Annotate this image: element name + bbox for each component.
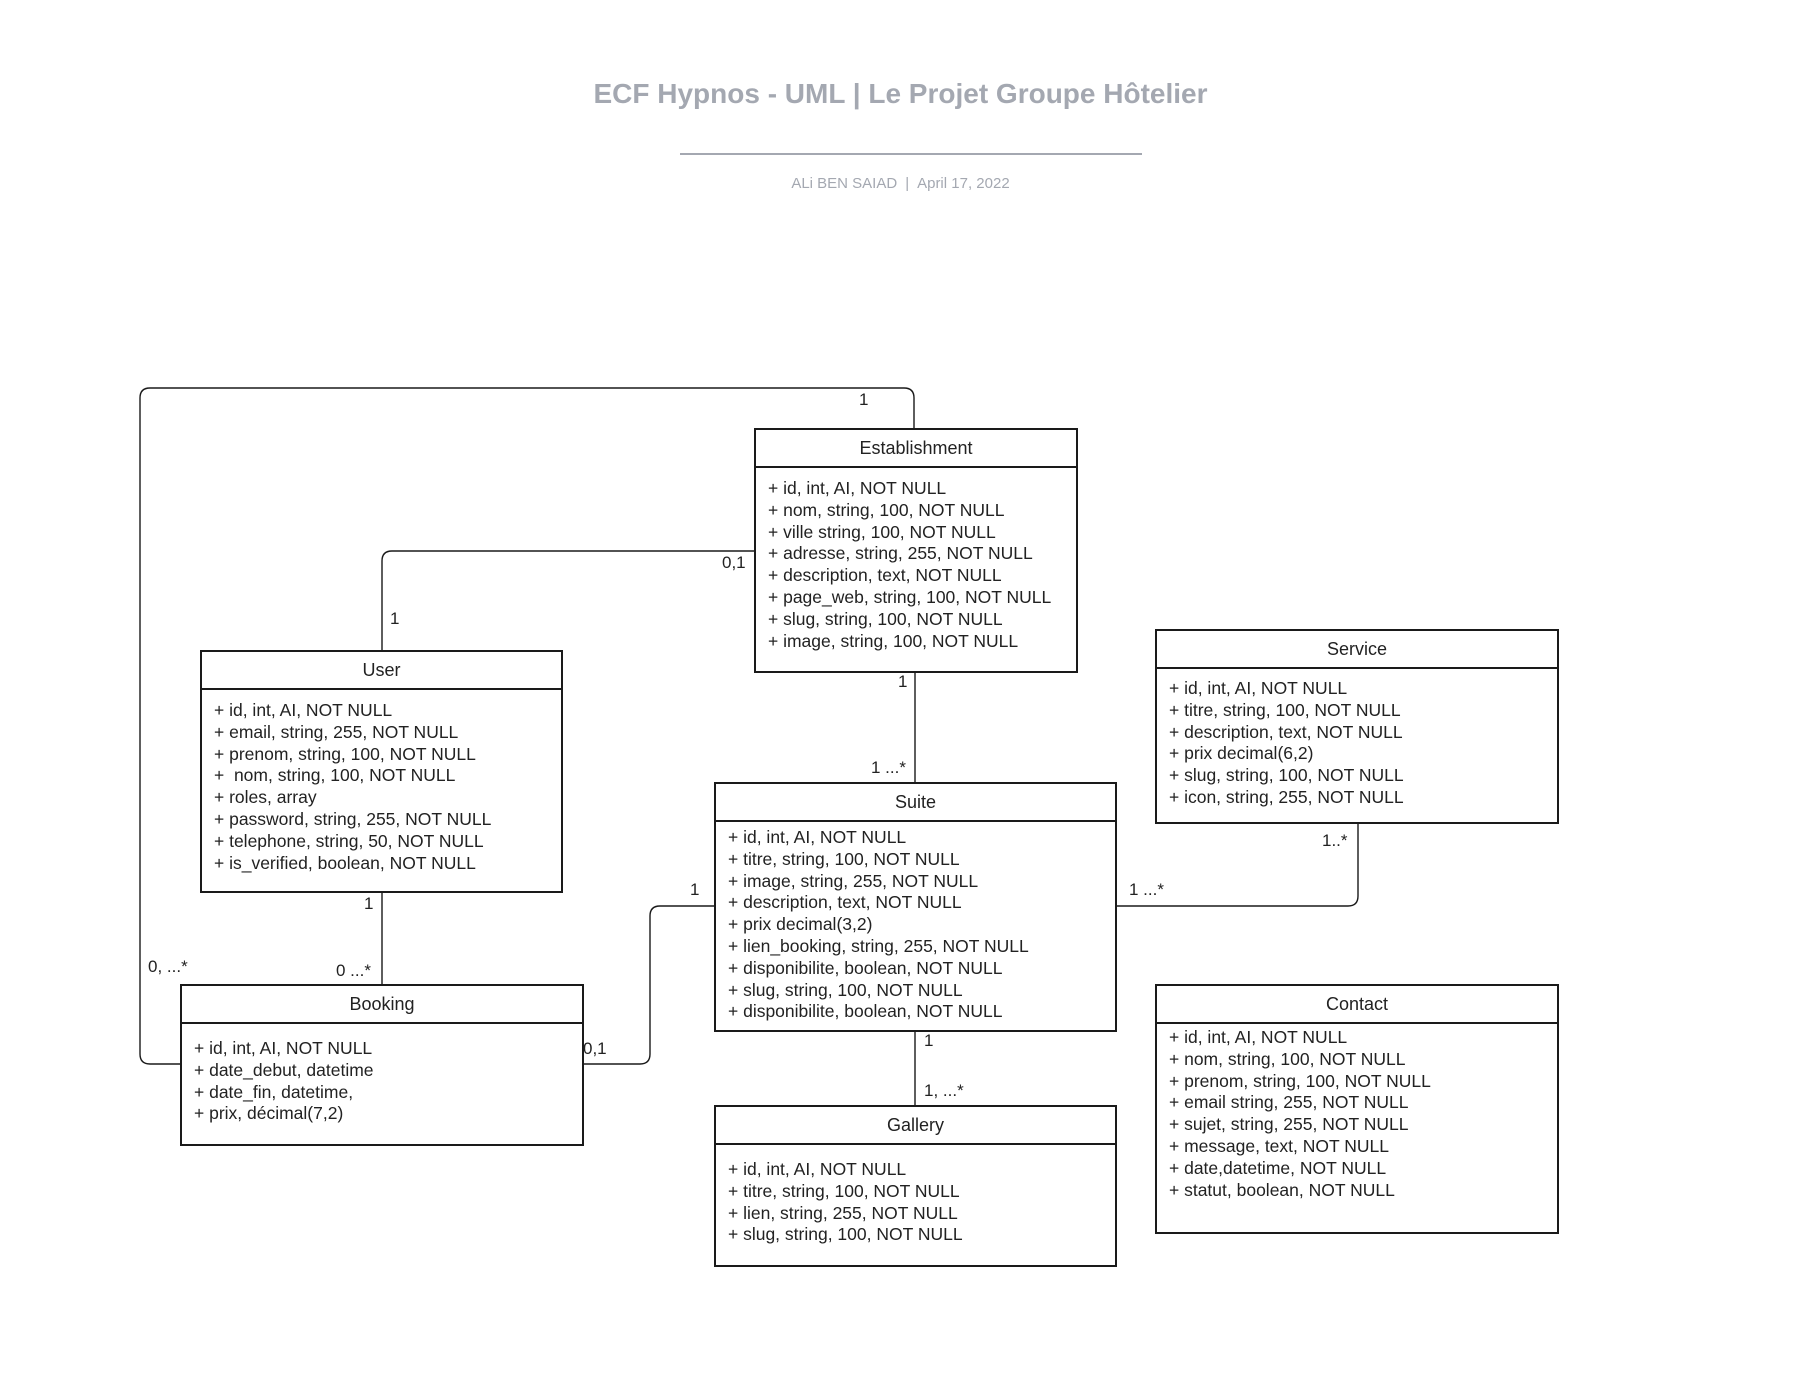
class-service: Service + id, int, AI, NOT NULL + titre,…	[1155, 629, 1559, 824]
class-name: Establishment	[756, 430, 1076, 468]
attribute: + lien_booking, string, 255, NOT NULL	[728, 935, 1029, 956]
attribute-list: + id, int, AI, NOT NULL + titre, string,…	[716, 1145, 1115, 1246]
multiplicity-label: 1 ...*	[1129, 880, 1164, 899]
attribute: + slug, string, 100, NOT NULL	[728, 1224, 963, 1245]
attribute: + id, int, AI, NOT NULL	[214, 700, 393, 720]
multiplicity-label: 0 ...*	[336, 961, 371, 980]
attribute-list: + id, int, AI, NOT NULL + email, string,…	[202, 690, 561, 874]
attribute: + id, int, AI, NOT NULL	[768, 478, 947, 498]
attribute-list: + id, int, AI, NOT NULL + date_debut, da…	[182, 1024, 582, 1125]
attribute-list: + id, int, AI, NOT NULL + titre, string,…	[1157, 669, 1557, 809]
multiplicity-label: 0,1	[583, 1039, 607, 1058]
attribute: + slug, string, 100, NOT NULL	[1169, 765, 1404, 786]
attribute-list: + id, int, AI, NOT NULL + nom, string, 1…	[756, 468, 1076, 652]
attribute: + date,datetime, NOT NULL	[1169, 1157, 1387, 1178]
multiplicity-label: 1	[859, 390, 869, 409]
attribute: + slug, string, 100, NOT NULL	[728, 979, 963, 1000]
attribute: + image, string, 255, NOT NULL	[728, 870, 979, 891]
multiplicity-label: 1	[390, 609, 400, 628]
class-name: User	[202, 652, 561, 690]
class-name: Contact	[1157, 986, 1557, 1024]
attribute: + id, int, AI, NOT NULL	[1169, 1027, 1348, 1047]
class-name: Service	[1157, 631, 1557, 669]
attribute: + id, int, AI, NOT NULL	[194, 1038, 373, 1058]
attribute: + sujet, string, 255, NOT NULL	[1169, 1114, 1409, 1135]
attribute: + prenom, string, 100, NOT NULL	[1169, 1070, 1431, 1091]
attribute: + is_verified, boolean, NOT NULL	[214, 852, 476, 873]
attribute: + titre, string, 100, NOT NULL	[1169, 699, 1401, 720]
class-name: Gallery	[716, 1107, 1115, 1145]
multiplicity-label: 1	[364, 894, 374, 913]
class-gallery: Gallery + id, int, AI, NOT NULL + titre,…	[714, 1105, 1117, 1267]
attribute-list: + id, int, AI, NOT NULL + titre, string,…	[716, 822, 1115, 1023]
class-name: Booking	[182, 986, 582, 1024]
attribute: + lien, string, 255, NOT NULL	[728, 1202, 958, 1223]
attribute: + slug, string, 100, NOT NULL	[768, 608, 1003, 629]
attribute: + prix decimal(6,2)	[1169, 743, 1314, 764]
diagram-date: April 17, 2022	[917, 175, 1010, 192]
multiplicity-label: 1..*	[1322, 831, 1348, 850]
attribute: + nom, string, 100, NOT NULL	[214, 765, 456, 786]
multiplicity-label: 0, ...*	[148, 957, 188, 976]
attribute: + titre, string, 100, NOT NULL	[728, 1180, 960, 1201]
attribute: + password, string, 255, NOT NULL	[214, 808, 492, 829]
attribute: + titre, string, 100, NOT NULL	[728, 848, 960, 869]
multiplicity-label: 1	[898, 672, 908, 691]
attribute: + telephone, string, 50, NOT NULL	[214, 830, 484, 851]
meta-separator: |	[905, 175, 910, 192]
attribute: + id, int, AI, NOT NULL	[1169, 678, 1348, 698]
class-booking: Booking + id, int, AI, NOT NULL + date_d…	[180, 984, 584, 1146]
attribute: + image, string, 100, NOT NULL	[768, 630, 1019, 651]
attribute: + date_debut, datetime	[194, 1059, 374, 1080]
multiplicity-label: 1	[690, 880, 700, 899]
attribute: + disponibilite, boolean, NOT NULL	[728, 1001, 1003, 1022]
attribute: + email string, 255, NOT NULL	[1169, 1092, 1409, 1113]
attribute: + prenom, string, 100, NOT NULL	[214, 743, 476, 764]
class-contact: Contact + id, int, AI, NOT NULL + nom, s…	[1155, 984, 1559, 1234]
attribute: + id, int, AI, NOT NULL	[728, 1159, 907, 1179]
attribute: + disponibilite, boolean, NOT NULL	[728, 957, 1003, 978]
attribute: + description, text, NOT NULL	[728, 892, 962, 913]
multiplicity-label: 0,1	[722, 553, 746, 572]
class-suite: Suite + id, int, AI, NOT NULL + titre, s…	[714, 782, 1117, 1032]
attribute: + roles, array	[214, 787, 317, 808]
class-establishment: Establishment + id, int, AI, NOT NULL + …	[754, 428, 1078, 673]
attribute: + message, text, NOT NULL	[1169, 1135, 1389, 1156]
multiplicity-label: 1, ...*	[924, 1081, 964, 1100]
diagram-title: ECF Hypnos - UML | Le Projet Groupe Hôte…	[593, 78, 1208, 109]
link-suite-service	[1117, 824, 1359, 907]
attribute: + statut, boolean, NOT NULL	[1169, 1179, 1395, 1200]
attribute: + nom, string, 100, NOT NULL	[1169, 1048, 1406, 1069]
class-name: Suite	[716, 784, 1115, 822]
title-divider	[680, 153, 1142, 155]
attribute-list: + id, int, AI, NOT NULL + nom, string, 1…	[1157, 1024, 1557, 1201]
link-suite-booking	[584, 905, 714, 1065]
attribute: + date_fin, datetime,	[194, 1081, 354, 1102]
attribute: + description, text, NOT NULL	[768, 565, 1002, 586]
multiplicity-label: 1	[924, 1031, 934, 1050]
attribute: + prix, décimal(7,2)	[194, 1103, 344, 1124]
attribute: + email, string, 255, NOT NULL	[214, 721, 459, 742]
attribute: + id, int, AI, NOT NULL	[728, 827, 907, 847]
diagram-meta: ALi BEN SAIAD | April 17, 2022	[0, 175, 1801, 192]
author-name: ALi BEN SAIAD	[791, 175, 898, 192]
link-establishment-user	[381, 550, 754, 650]
attribute: + ville string, 100, NOT NULL	[768, 521, 996, 542]
attribute: + adresse, string, 255, NOT NULL	[768, 543, 1033, 564]
attribute: + description, text, NOT NULL	[1169, 721, 1403, 742]
attribute: + page_web, string, 100, NOT NULL	[768, 586, 1052, 607]
class-user: User + id, int, AI, NOT NULL + email, st…	[200, 650, 563, 893]
attribute: + nom, string, 100, NOT NULL	[768, 499, 1005, 520]
link-establishment-booking	[139, 387, 915, 1065]
attribute: + prix decimal(3,2)	[728, 914, 873, 935]
multiplicity-label: 1 ...*	[871, 758, 906, 777]
attribute: + icon, string, 255, NOT NULL	[1169, 786, 1404, 807]
